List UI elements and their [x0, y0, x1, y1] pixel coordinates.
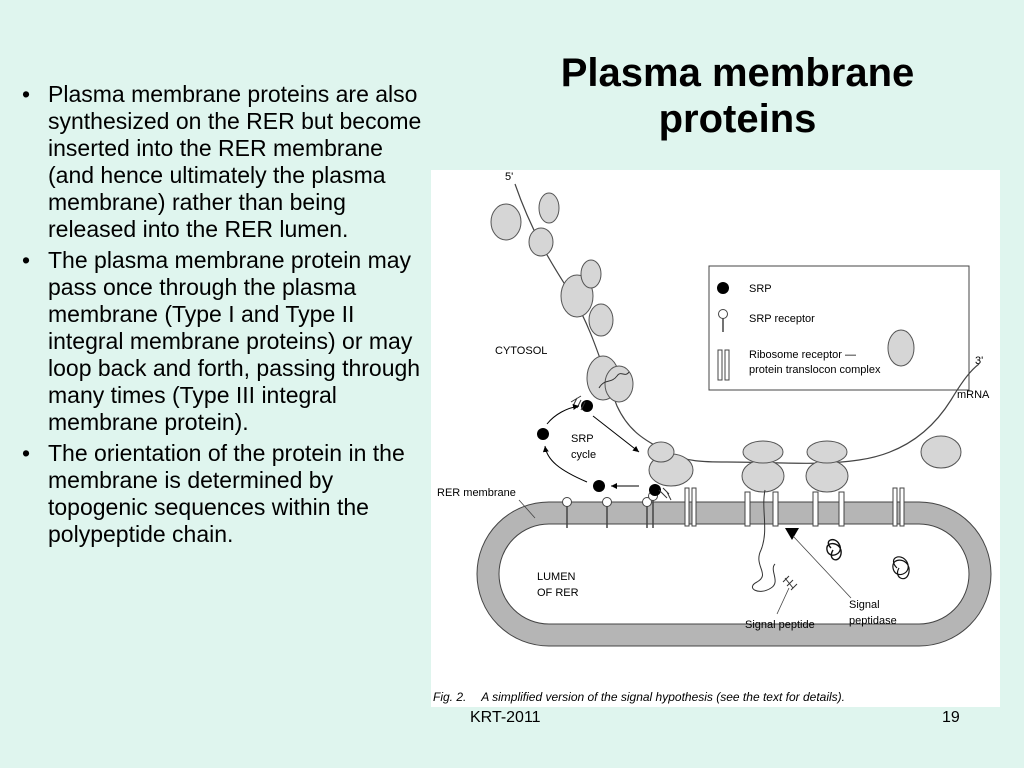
bullet-glyph: • [22, 81, 31, 107]
ribosome-subunit [887, 329, 915, 367]
rer-lumen [498, 523, 970, 625]
label-signal-peptidase-1: Signal [849, 599, 880, 611]
legend-srp-receptor-icon [718, 309, 728, 332]
signal-sequence-mark [570, 395, 586, 411]
nascent-chain [598, 371, 630, 389]
bullet-item: • The orientation of the protein in the … [22, 440, 432, 548]
polypeptide-chain [751, 489, 776, 592]
srp-receptor [602, 497, 612, 528]
label-srp-cycle-2: cycle [571, 449, 596, 461]
label-signal-peptide: Signal peptide [745, 619, 815, 631]
leader-line-signal-peptide [776, 587, 790, 615]
ribosome-subunit [604, 365, 634, 403]
bullet-list: • Plasma membrane proteins are also synt… [22, 81, 432, 552]
ribosome-subunit [920, 435, 962, 469]
ribosome-small-subunit [806, 440, 848, 464]
label-lumen-2: OF RER [537, 587, 579, 599]
legend-ribosome-receptor-icon [717, 349, 730, 381]
bullet-text: Plasma membrane proteins are also synthe… [48, 81, 422, 242]
label-mrna: mRNA [957, 389, 990, 401]
ribosome-subunit [580, 259, 602, 289]
figure-caption-prefix: Fig. 2. [433, 690, 466, 704]
footer-author: KRT-2011 [470, 709, 541, 726]
signal-peptidase-icon [785, 528, 799, 540]
signal-peptide-fragment [782, 575, 798, 591]
srp-particle [537, 428, 549, 440]
ribosome-subunit [528, 227, 554, 257]
legend-ribosome-receptor-label-2: protein translocon complex [749, 364, 881, 376]
bullet-text: The orientation of the protein in the me… [48, 440, 405, 547]
label-lumen-1: LUMEN [537, 571, 576, 583]
label-rer-membrane: RER membrane [437, 487, 516, 499]
label-5-prime: 5' [505, 171, 513, 183]
leader-line-signal-peptidase [792, 535, 852, 599]
translocon-complex [892, 487, 905, 527]
srp-cycle-arrow [542, 445, 588, 483]
translocon-complex [744, 491, 779, 527]
ribosome-subunit [490, 203, 522, 241]
legend-srp-icon [717, 282, 729, 294]
label-cytosol: CYTOSOL [495, 345, 547, 357]
page-number: 19 [942, 709, 960, 726]
leader-line-rer-membrane [518, 499, 536, 519]
signal-hypothesis-figure: SRP SRP receptor Ribosome receptor — pro… [431, 170, 1000, 707]
ribosome-subunit [538, 192, 560, 224]
bullet-glyph: • [22, 440, 31, 466]
label-srp-cycle-1: SRP [571, 433, 594, 445]
srp-cycle-arrow [546, 404, 580, 425]
folded-protein [892, 556, 910, 580]
ribosome-large-subunit [741, 459, 785, 493]
label-signal-peptidase-2: peptidase [849, 615, 897, 627]
srp-particle [649, 484, 661, 496]
bullet-item: • Plasma membrane proteins are also synt… [22, 81, 432, 243]
ribosome-small-subunit [647, 441, 675, 463]
figure-caption: Fig. 2. A simplified version of the sign… [433, 690, 845, 704]
label-3-prime: 3' [975, 355, 983, 367]
legend-ribosome-receptor-label-1: Ribosome receptor — [749, 349, 856, 361]
ribosome-large-subunit [805, 459, 849, 493]
srp-particle [593, 480, 605, 492]
figure-caption-text: A simplified version of the signal hypot… [480, 690, 845, 704]
bullet-text: The plasma membrane protein may pass onc… [48, 247, 421, 435]
srp-cycle-arrow [592, 415, 640, 453]
srp-receptor [642, 497, 652, 528]
folded-protein [826, 538, 842, 561]
ribosome-subunit [588, 303, 614, 337]
legend: SRP SRP receptor Ribosome receptor — pro… [708, 265, 970, 391]
srp-receptor [562, 497, 572, 528]
slide-title: Plasma membrane proteins [560, 51, 915, 141]
legend-srp-receptor-label: SRP receptor [749, 313, 815, 325]
translocon-complex [684, 487, 697, 527]
translocon-complex [812, 491, 845, 527]
bullet-item: • The plasma membrane protein may pass o… [22, 247, 432, 436]
ribosome-small-subunit [742, 440, 784, 464]
signal-sequence-mark [658, 487, 672, 501]
bullet-glyph: • [22, 247, 31, 273]
legend-srp-label: SRP [749, 283, 772, 295]
